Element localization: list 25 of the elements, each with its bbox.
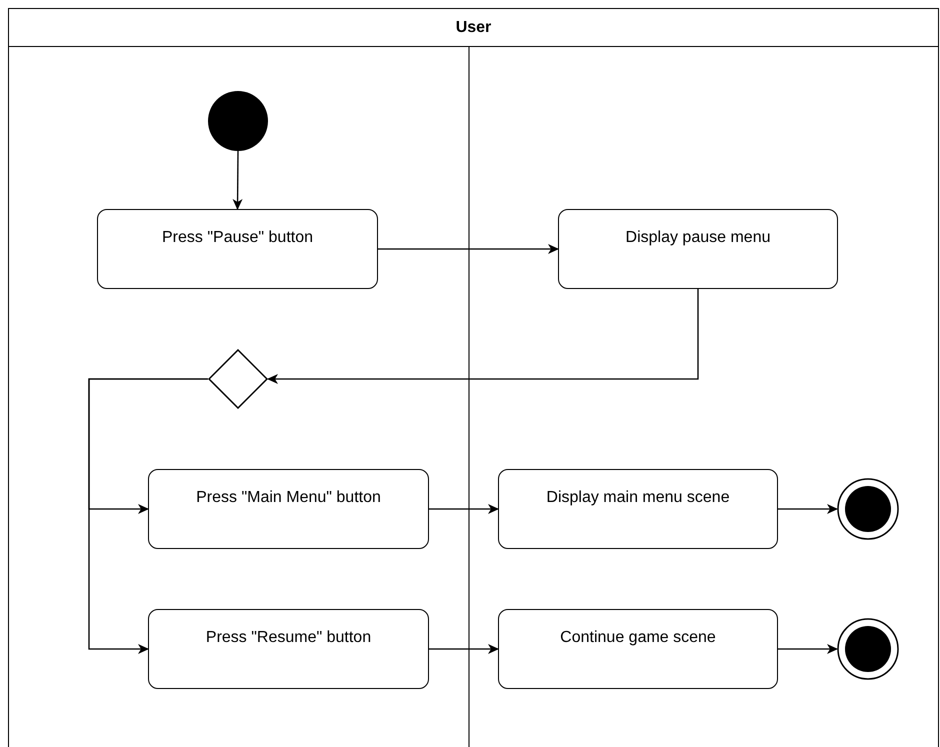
action-box xyxy=(498,469,778,549)
arrow xyxy=(88,378,208,654)
action-box xyxy=(148,609,429,689)
final-node xyxy=(837,478,899,540)
action-label: Display pause menu xyxy=(626,228,770,248)
final-node xyxy=(837,618,899,680)
action-label: Press "Main Menu" button xyxy=(196,488,381,508)
pool-title: User xyxy=(456,18,492,38)
decision-diamond xyxy=(208,349,268,409)
action-label: Press "Resume" button xyxy=(206,628,372,648)
action-box xyxy=(558,209,838,289)
arrow xyxy=(232,151,243,210)
action-box xyxy=(148,469,429,549)
swimlane-pool xyxy=(8,8,939,747)
arrow xyxy=(778,504,838,514)
arrow xyxy=(429,644,499,654)
action-box xyxy=(97,209,378,289)
arrow xyxy=(429,504,499,514)
action-label: Continue game scene xyxy=(560,628,716,648)
action-box xyxy=(498,609,778,689)
arrow xyxy=(267,289,699,384)
action-label: Press "Pause" button xyxy=(162,228,313,248)
action-label: Display main menu scene xyxy=(546,488,730,508)
arrow xyxy=(778,644,838,654)
arrow xyxy=(378,244,559,254)
